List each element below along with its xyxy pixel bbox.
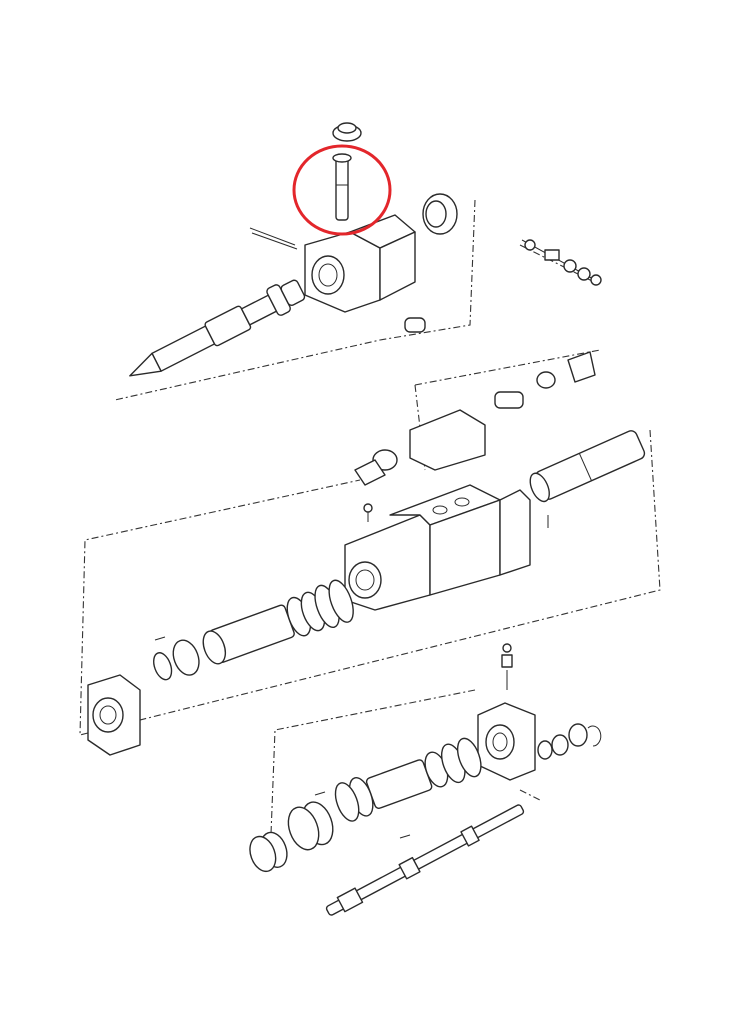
middle-assembly — [79, 349, 661, 756]
small-screws-middle — [154, 503, 549, 641]
spool-assembly — [153, 579, 354, 681]
pilot-valve — [354, 351, 596, 486]
main-valve-body — [344, 484, 531, 611]
end-flange-right — [477, 702, 536, 781]
washers-right — [537, 723, 602, 760]
dashed-guide-bottom — [269, 689, 541, 861]
grease-nipple — [501, 643, 513, 690]
pin — [332, 153, 352, 221]
cylinder-sleeve — [529, 430, 646, 503]
side-pin-top — [249, 227, 298, 250]
chisel-tool — [129, 279, 306, 377]
valve-block-top — [304, 214, 416, 313]
highlight-circle — [292, 144, 392, 236]
fitting-chain-right — [521, 239, 602, 286]
small-plug — [404, 317, 426, 333]
spool-assembly-lower — [249, 737, 482, 873]
cap-nut — [332, 122, 362, 142]
bushing — [422, 193, 458, 235]
dashed-guide-top — [114, 199, 601, 401]
long-shaft — [325, 804, 525, 916]
small-pins-bottom — [314, 791, 411, 839]
bottom-assembly — [249, 643, 602, 916]
top-assembly — [114, 122, 602, 401]
end-flange-left — [87, 674, 141, 756]
